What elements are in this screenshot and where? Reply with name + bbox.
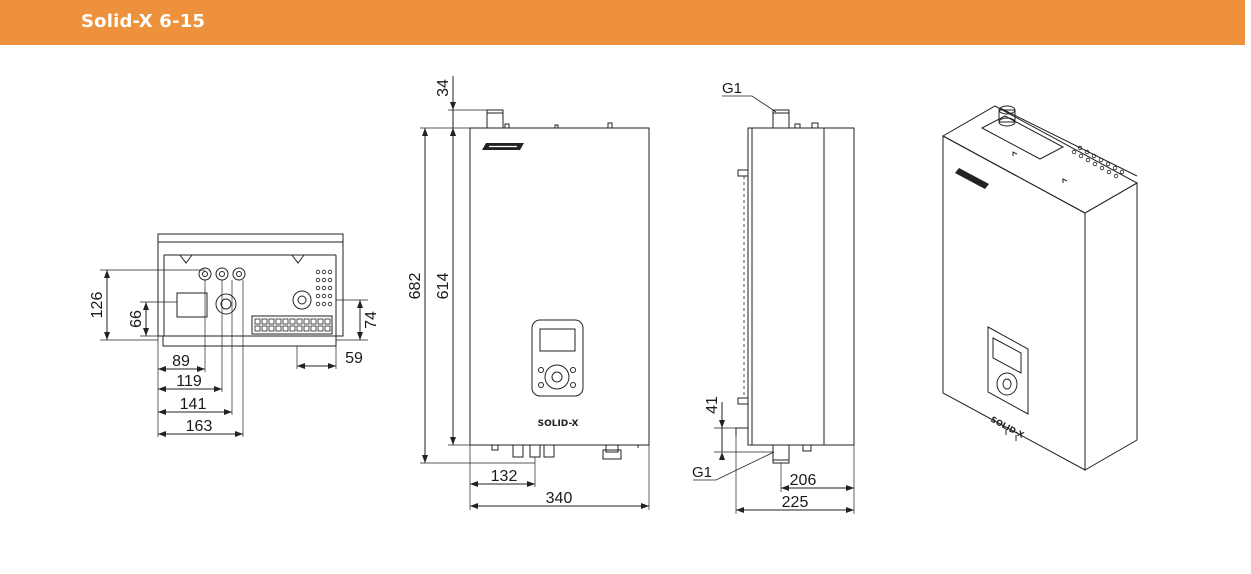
- iso-view-top-face: [941, 105, 1139, 214]
- g1-bottom-label: G1: [692, 464, 712, 481]
- iso-view-front-face: [942, 135, 1086, 471]
- dim-132-label: 132: [491, 468, 518, 485]
- dim-74-label: 74: [363, 311, 380, 329]
- fitting-3: [232, 267, 246, 281]
- iso-view-top-pipe: [998, 109, 1016, 123]
- iso-view-vents: [1071, 145, 1125, 179]
- front-view-logo: [482, 143, 524, 150]
- product-title: Solid-X 6-15: [81, 11, 206, 32]
- iso-view-dial: [996, 372, 1018, 396]
- dim-41-label: 41: [704, 396, 721, 414]
- g1-top-label: G1: [722, 80, 742, 97]
- front-view-bottom-fittings: [512, 444, 622, 460]
- bottom-view-body: [157, 233, 344, 337]
- side-view-body: [747, 127, 825, 446]
- dim-206-label: 206: [790, 472, 817, 489]
- side-view-cover: [823, 127, 855, 446]
- dim-163-label: 163: [186, 418, 213, 435]
- dim-340-label: 340: [546, 490, 573, 507]
- front-view-top-pipe: [486, 109, 504, 129]
- iso-view-display: [992, 337, 1022, 374]
- bottom-view-dimension-lines: [106, 270, 361, 435]
- front-view-display: [539, 328, 576, 352]
- iso-view-logo: [955, 168, 989, 189]
- dim-119-label: 119: [176, 373, 202, 390]
- header-banner: Solid-X 6-15: [0, 0, 1245, 45]
- bottom-view-outlet: [215, 293, 237, 315]
- front-view-brand-label: SOLID-X: [538, 419, 579, 429]
- dim-682-label: 682: [407, 273, 424, 300]
- dim-614-label: 614: [435, 273, 452, 300]
- iso-view-brand-label: SOLID-X: [989, 415, 1026, 440]
- fitting-2: [215, 267, 229, 281]
- dim-59-label: 59: [345, 350, 363, 367]
- iso-view-right-face: [1084, 182, 1138, 471]
- side-view-top-pipe: [772, 109, 790, 129]
- dim-34-label: 34: [435, 79, 452, 97]
- front-view: [420, 76, 650, 510]
- side-view: [693, 95, 855, 514]
- dimension-arrowheads: [104, 102, 854, 513]
- front-view-dial: [544, 364, 570, 390]
- iso-view-control-panel: [987, 326, 1029, 415]
- dim-141-label: 141: [180, 396, 207, 413]
- bottom-view-panel: [176, 292, 208, 318]
- front-view-control-panel: [531, 319, 584, 397]
- dim-225-label: 225: [782, 494, 809, 511]
- dim-89-label: 89: [172, 353, 190, 370]
- front-view-housing: [469, 127, 650, 446]
- terminal-strip: [251, 315, 333, 335]
- dim-126-label: 126: [89, 292, 106, 319]
- iso-view: [941, 105, 1139, 471]
- bottom-view: [100, 233, 368, 437]
- front-view-dimension-lines: [424, 76, 649, 507]
- dim-66-label: 66: [128, 310, 145, 328]
